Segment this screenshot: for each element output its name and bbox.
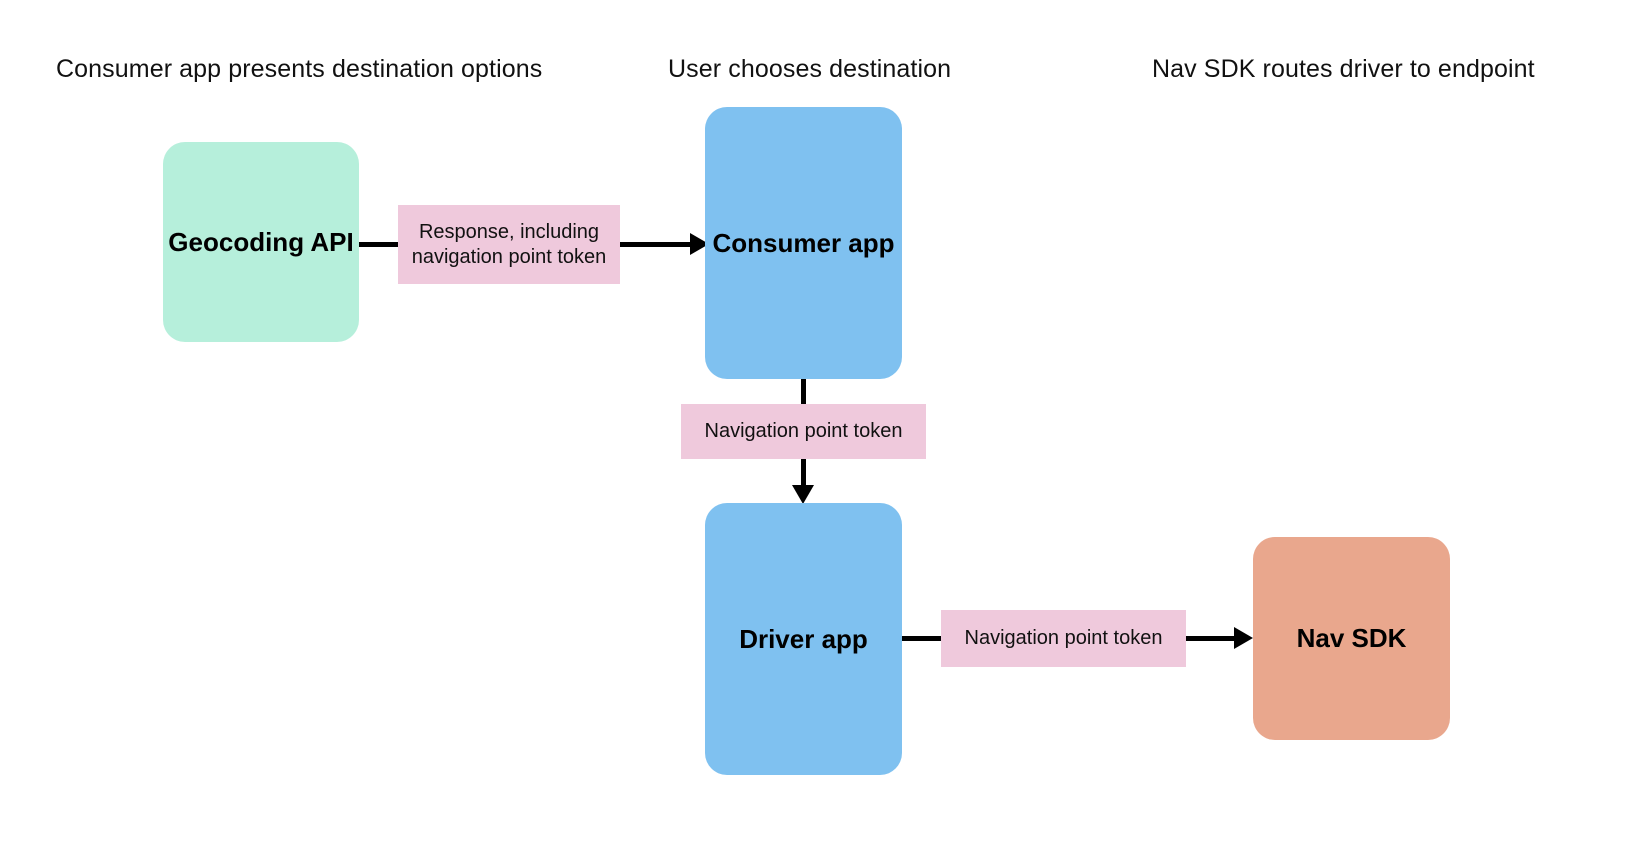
connector-label-to-nav-sdk xyxy=(1184,636,1234,641)
connector-driver-app-to-label xyxy=(900,636,945,641)
connector-label-to-driver-app xyxy=(801,456,806,488)
node-driver-app[interactable]: Driver app xyxy=(705,503,902,775)
arrowhead-down-icon-to-driver-app xyxy=(792,485,814,504)
edge-label-navigation-point-token-driver-to-nav-sdk: Navigation point token xyxy=(941,610,1186,667)
node-consumer-app[interactable]: Consumer app xyxy=(705,107,902,379)
column-header-nav-sdk-routes: Nav SDK routes driver to endpoint xyxy=(1152,55,1535,83)
node-geocoding-api[interactable]: Geocoding API xyxy=(163,142,359,342)
arrowhead-right-icon-to-consumer-app xyxy=(690,233,709,255)
connector-geocoding-to-label xyxy=(359,242,401,247)
column-header-consumer-app-presents: Consumer app presents destination option… xyxy=(56,55,543,83)
node-nav-sdk[interactable]: Nav SDK xyxy=(1253,537,1450,740)
connector-consumer-app-to-label xyxy=(801,378,806,408)
edge-label-navigation-point-token-consumer-to-driver: Navigation point token xyxy=(681,404,926,459)
edge-label-response-including-navigation-point-token: Response, including navigation point tok… xyxy=(398,205,620,284)
column-header-user-chooses: User chooses destination xyxy=(668,55,952,83)
connector-label-to-consumer-app xyxy=(618,242,690,247)
arrowhead-right-icon-to-nav-sdk xyxy=(1234,627,1253,649)
